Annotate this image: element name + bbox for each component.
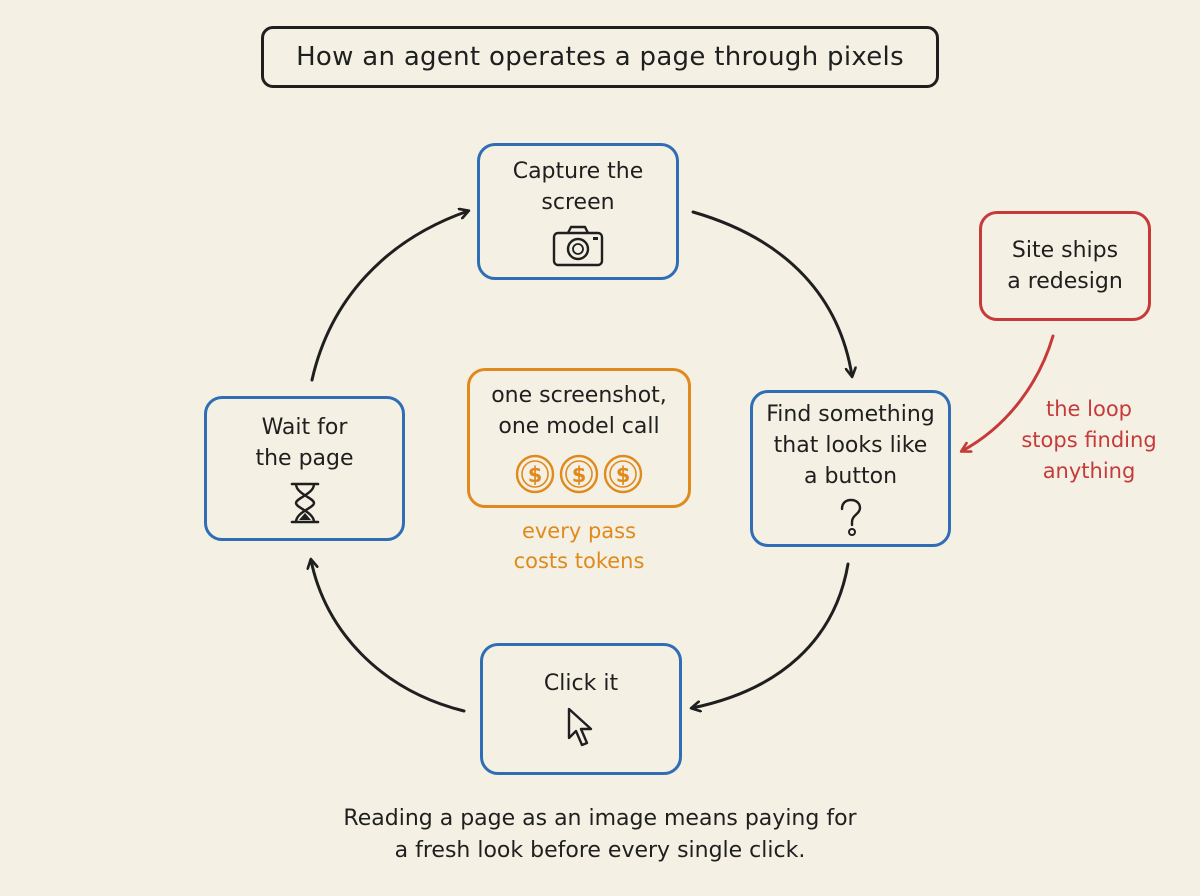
loop-breaks-note: the loop stops finding anything [1021, 397, 1157, 483]
hourglass-icon [290, 482, 319, 523]
step-find-button: Find something that looks like a button [750, 390, 951, 547]
question-mark-icon [840, 498, 861, 536]
diagram-title-text: How an agent operates a page through pix… [296, 42, 904, 72]
cost-note: every pass costs tokens [513, 519, 645, 573]
coin-icon: $ [559, 454, 599, 494]
arrow-wait-to-capture [310, 211, 468, 382]
coin-symbol: $ [616, 463, 631, 487]
redesign-event-box: Site ships a redesign [979, 211, 1151, 321]
step-wait-label: Wait for the page [255, 414, 354, 471]
coins-row: $ $ $ [515, 454, 643, 494]
step-click-label: Click it [543, 670, 619, 696]
step-find-label: Find something that looks like a button [766, 402, 935, 489]
step-click-it: Click it [480, 643, 682, 775]
coin-icon: $ [603, 454, 643, 494]
step-wait-for-page: Wait for the page [204, 396, 405, 541]
arrow-capture-to-find [691, 210, 852, 376]
coin-icon: $ [515, 454, 555, 494]
coin-symbol: $ [528, 463, 543, 487]
camera-icon [552, 225, 604, 266]
diagram-caption: Reading a page as an image means paying … [343, 806, 857, 863]
cost-per-pass-box: one screenshot, one model call $ $ $ [467, 368, 691, 508]
arrow-redesign-to-find [962, 334, 1055, 451]
arrow-click-to-wait [311, 560, 466, 713]
cost-box-label: one screenshot, one model call [491, 383, 667, 439]
coin-symbol: $ [572, 463, 587, 487]
step-capture-label: Capture the screen [512, 158, 644, 215]
diagram-title: How an agent operates a page through pix… [261, 26, 939, 88]
redesign-label: Site ships a redesign [1007, 238, 1123, 294]
cursor-pointer-icon [567, 707, 593, 746]
arrow-find-to-click [692, 562, 850, 708]
step-capture-screen: Capture the screen [477, 143, 679, 280]
